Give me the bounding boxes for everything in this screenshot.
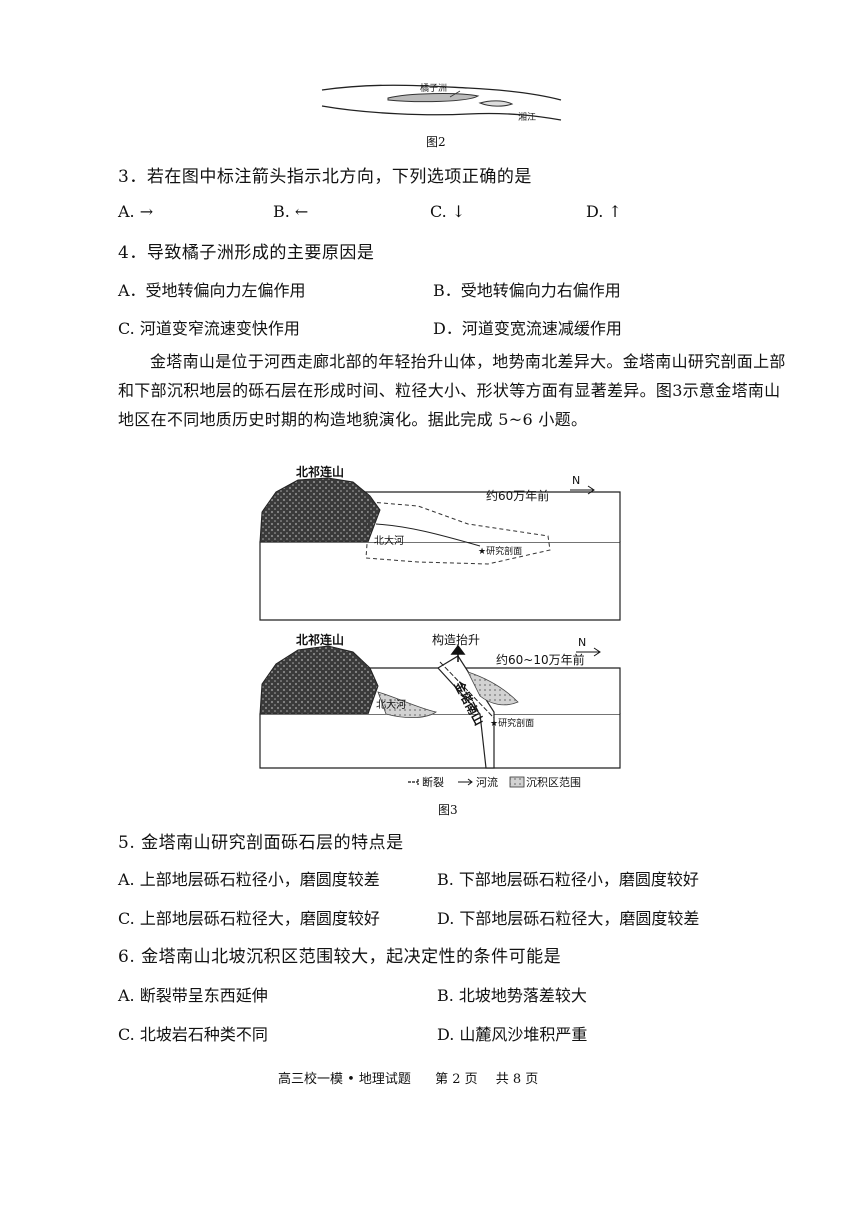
- page-footer: 高三校一模 • 地理试题 第 2 页 共 8 页: [278, 1068, 538, 1087]
- q3-option-c[interactable]: C. ↓: [430, 202, 466, 221]
- footer-total: 共 8 页: [495, 1072, 539, 1087]
- question-5-stem: 5. 金塔南山研究剖面砾石层的特点是: [118, 833, 404, 853]
- bottom-time-label: 约60~10万年前: [496, 652, 585, 667]
- passage-line-2: 和下部沉积地层的砾石层在形成时间、粒径大小、形状等方面有显著差异。图3示意金塔南…: [118, 381, 781, 400]
- q6-option-d[interactable]: D. 山麓风沙堆积严重: [437, 1025, 588, 1044]
- top-north-arrow: [570, 485, 595, 495]
- q6-option-a[interactable]: A. 断裂带呈东西延伸: [118, 986, 268, 1005]
- q5-option-a[interactable]: A. 上部地层砾石粒径小，磨圆度较差: [118, 870, 380, 889]
- q4-option-b[interactable]: B．受地转偏向力右偏作用: [433, 281, 621, 300]
- q4-option-d[interactable]: D．河道变宽流速减缓作用: [433, 319, 622, 338]
- q5-option-c[interactable]: C. 上部地层砾石粒径大，磨圆度较好: [118, 909, 380, 928]
- mountain-bottom: [259, 645, 379, 715]
- footer-title: 高三校一模 • 地理试题: [278, 1072, 411, 1087]
- footer-page: 第 2 页: [435, 1072, 478, 1087]
- legend: 断裂 河流 沉积区范围: [408, 775, 581, 789]
- bottom-mountain-label: 北祁连山: [296, 632, 344, 647]
- island-shape: [387, 93, 480, 103]
- legend-fault: 断裂: [422, 775, 444, 789]
- top-mountain-label: 北祁连山: [296, 464, 344, 479]
- bottom-river-label: 北大河: [376, 698, 406, 711]
- q6-option-c[interactable]: C. 北坡岩石种类不同: [118, 1025, 268, 1044]
- question-6-stem: 6. 金塔南山北坡沉积区范围较大，起决定性的条件可能是: [118, 947, 562, 967]
- q6-option-b[interactable]: B. 北坡地势落差较大: [437, 986, 587, 1005]
- passage-line-1: 金塔南山是位于河西走廊北部的年轻抬升山体，地势南北差异大。金塔南山研究剖面上部: [150, 352, 786, 371]
- river-label: 湘江: [518, 111, 536, 123]
- top-north-label: N: [572, 474, 580, 487]
- question-3-stem: 3．若在图中标注箭头指示北方向，下列选项正确的是: [118, 167, 532, 187]
- top-river-label: 北大河: [374, 534, 404, 547]
- figure-3-block-diagram: 北祁连山 约60万年前 N 北大河 ★研究剖面 北祁连山 构造抬升 约60~10…: [259, 464, 621, 789]
- passage: 金塔南山是位于河西走廊北部的年轻抬升山体，地势南北差异大。金塔南山研究剖面上部 …: [118, 347, 786, 434]
- uplift-arrow: [450, 644, 466, 662]
- mountain-top: [259, 477, 381, 543]
- block-bottom: 北祁连山 构造抬升 约60~10万年前 N 北大河 金塔南山 ★研究剖面: [259, 632, 621, 769]
- q3-option-d[interactable]: D. ↑: [586, 202, 622, 221]
- q3-option-a[interactable]: A. →: [118, 202, 154, 221]
- q3-option-b[interactable]: B. ←: [273, 202, 309, 221]
- legend-sediment: 沉积区范围: [526, 775, 581, 789]
- passage-line-3: 地区在不同地质历史时期的构造地貌演化。据此完成 5~6 小题。: [118, 410, 588, 429]
- figure-2-river-map: 橘子洲 湘江: [321, 83, 562, 123]
- question-4-stem: 4．导致橘子洲形成的主要原因是: [118, 243, 375, 263]
- q5-option-d[interactable]: D. 下部地层砾石粒径大，磨圆度较差: [437, 909, 700, 928]
- figure-3-caption: 图3: [438, 803, 458, 817]
- island-label: 橘子洲: [420, 83, 447, 94]
- legend-river: 河流: [476, 775, 498, 789]
- figure-2-caption: 图2: [426, 135, 446, 149]
- uplift-label: 构造抬升: [432, 632, 480, 647]
- bottom-north-arrow: [576, 647, 601, 657]
- top-time-label: 约60万年前: [486, 488, 549, 503]
- bottom-north-label: N: [578, 636, 586, 649]
- block-top: 北祁连山 约60万年前 N 北大河 ★研究剖面: [259, 464, 621, 621]
- bottom-profile-label: ★研究剖面: [490, 717, 534, 729]
- q4-option-a[interactable]: A．受地转偏向力左偏作用: [118, 281, 306, 300]
- q5-option-b[interactable]: B. 下部地层砾石粒径小，磨圆度较好: [437, 870, 699, 889]
- top-profile-label: ★研究剖面: [478, 545, 522, 557]
- q4-option-c[interactable]: C. 河道变窄流速变快作用: [118, 319, 300, 338]
